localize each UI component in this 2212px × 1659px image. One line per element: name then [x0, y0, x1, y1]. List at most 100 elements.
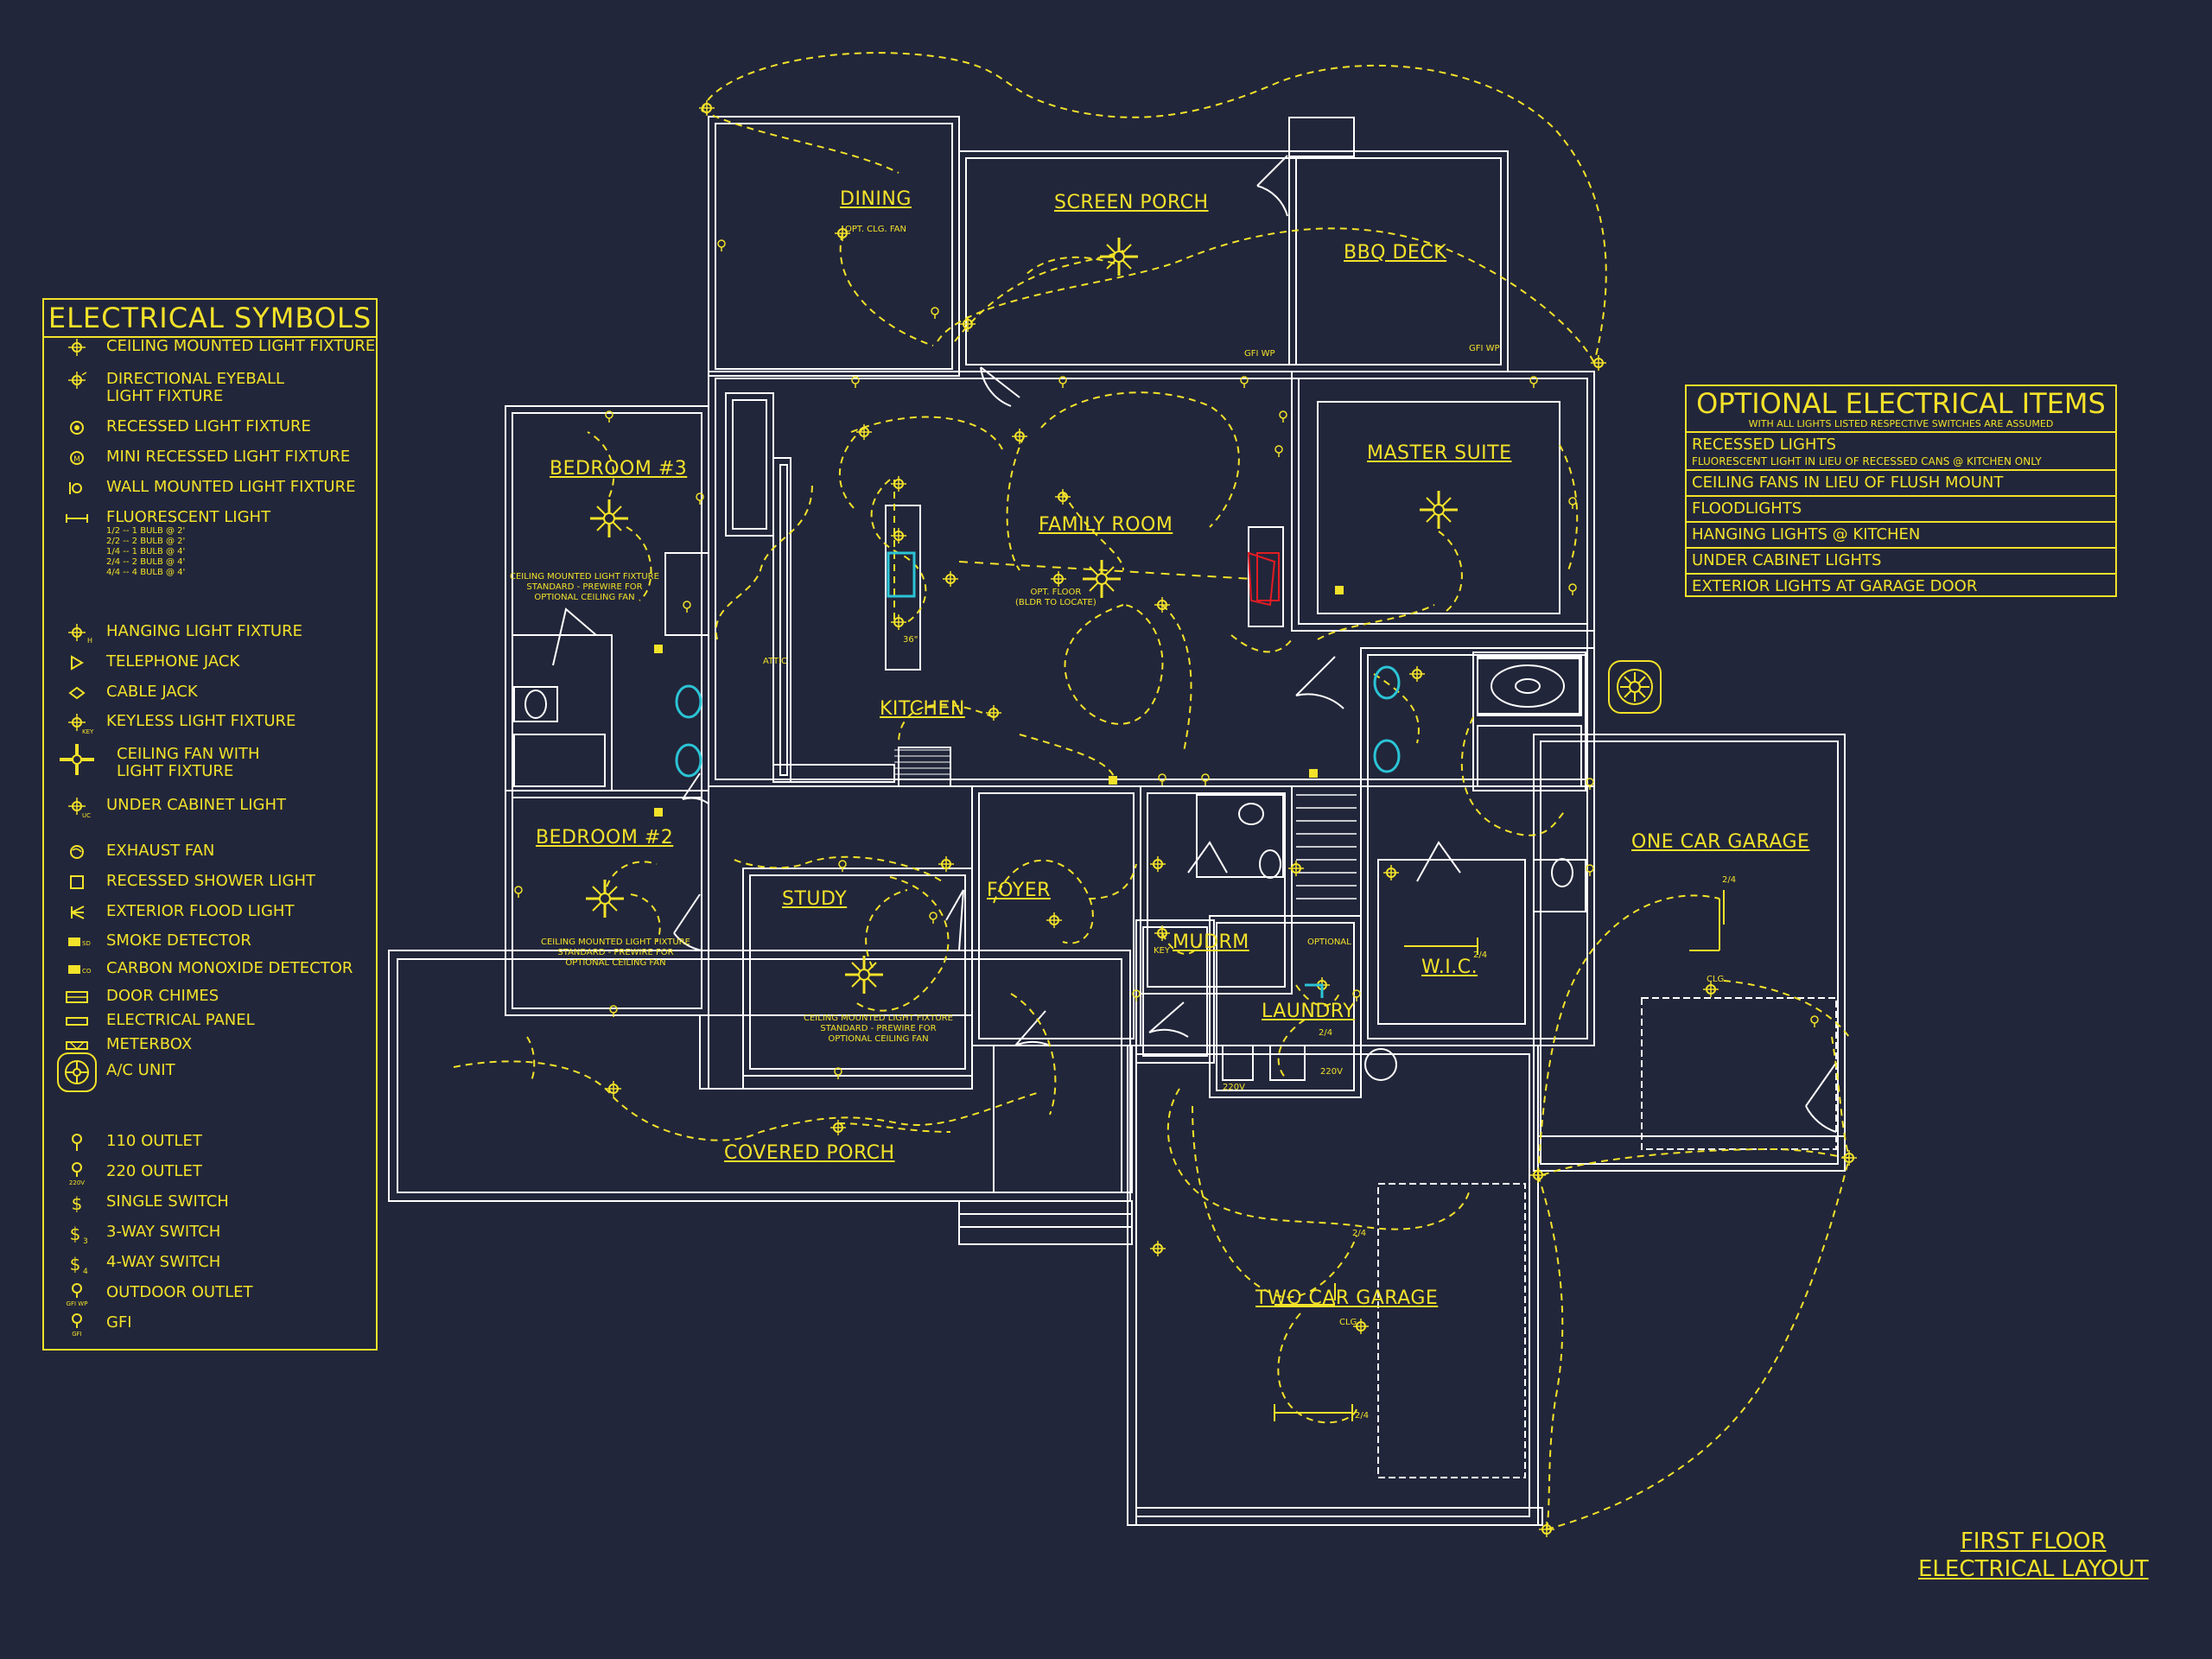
svg-text:4: 4 — [83, 1268, 88, 1276]
legend-sub-line: 1/2 -- 1 BULB @ 2' — [106, 526, 186, 536]
legend-label: A/C UNIT — [106, 1061, 175, 1079]
legend-sub-line: 2/2 -- 2 BULB @ 2' — [106, 537, 186, 546]
note-fl-5: 2/4 — [1319, 1028, 1333, 1038]
room-label-study: STUDY — [782, 888, 848, 910]
legend-row-hanging-light: H HANGING LIGHT FIXTURE — [44, 620, 376, 645]
legend-row-ac-unit: A/C UNIT — [44, 1052, 376, 1092]
legend-row-wall-light: WALL MOUNTED LIGHT FIXTURE — [44, 475, 376, 501]
room-label-wic: W.I.C. — [1421, 957, 1478, 978]
optional-item-2: CEILING FANS IN LIEU OF FLUSH MOUNT — [1687, 471, 2115, 497]
legend-row-recessed-light: RECESSED LIGHT FIXTURE — [44, 415, 376, 441]
legend-sub-line: 4/4 -- 4 BULB @ 4' — [106, 568, 186, 577]
ac-unit-icon — [57, 1052, 97, 1092]
wall-light-icon — [58, 475, 96, 501]
legend-label: KEYLESS LIGHT FIXTURE — [106, 712, 296, 730]
smoke-detector-icon: SD — [58, 929, 96, 955]
legend-label: WALL MOUNTED LIGHT FIXTURE — [106, 478, 356, 496]
svg-text:CO: CO — [82, 968, 92, 975]
legend-label-line2: LIGHT FIXTURE — [106, 387, 224, 405]
note-dim-36: 36" — [903, 635, 918, 645]
room-label-mudrm: MUDRM — [1173, 931, 1249, 953]
legend-label: RECESSED LIGHT FIXTURE — [106, 417, 311, 435]
legend-label: SMOKE DETECTOR — [106, 931, 251, 950]
legend-label: UNDER CABINET LIGHT — [106, 796, 287, 814]
ceiling-light-icon — [58, 334, 96, 360]
legend-label: DOOR CHIMES — [106, 987, 219, 1005]
legend-sub-line: 2/4 -- 2 BULB @ 4' — [106, 557, 186, 567]
legend-row-door-chime: DOOR CHIMES — [44, 984, 376, 1010]
optional-item-5: UNDER CABINET LIGHTS — [1687, 549, 2115, 575]
svg-text:H: H — [87, 637, 92, 645]
electrical-symbols-legend: ELECTRICAL SYMBOLS CEILING MOUNTED LIGHT… — [42, 298, 378, 1351]
legend-row-meterbox: METERBOX — [44, 1033, 376, 1058]
three-way-switch-icon: $3 — [58, 1220, 96, 1246]
legend-row-shower-light: RECESSED SHOWER LIGHT — [44, 869, 376, 895]
hanging-light-icon: H — [58, 620, 96, 645]
legend-label: RECESSED SHOWER LIGHT — [106, 872, 315, 890]
legend-label: SINGLE SWITCH — [106, 1192, 229, 1211]
legend-label: CABLE JACK — [106, 683, 198, 701]
optional-item-3: FLOODLIGHTS — [1687, 497, 2115, 523]
note-gfi-wp-2: GFI WP — [1469, 344, 1500, 353]
room-label-covered-porch: COVERED PORCH — [724, 1142, 895, 1164]
legend-row-ceiling-light: CEILING MOUNTED LIGHT FIXTURE — [44, 334, 376, 360]
note-clg-2: CLG — [1339, 1318, 1357, 1327]
room-label-screen-porch: SCREEN PORCH — [1054, 192, 1209, 213]
walls — [388, 116, 1846, 1526]
legend-label: GFI — [106, 1313, 132, 1332]
note-fl-1: 2/4 — [1722, 875, 1737, 885]
outlet-220-icon: 220V — [58, 1160, 96, 1186]
legend-sub-line: 1/4 -- 1 BULB @ 4' — [106, 547, 186, 556]
room-label-bbq-deck: BBQ DECK — [1344, 242, 1447, 264]
optional-item-6: EXTERIOR LIGHTS AT GARAGE DOOR — [1692, 577, 1978, 595]
legend-label: EXHAUST FAN — [106, 842, 215, 860]
gfi-outlet-icon: GFI — [58, 1311, 96, 1338]
mini-recessed-light-icon: M — [58, 445, 96, 471]
electrical-panel-icon — [58, 1008, 96, 1034]
legend-label-line2: LIGHT FIXTURE — [117, 762, 234, 780]
svg-text:SD: SD — [82, 940, 91, 947]
room-label-dining: DINING — [840, 188, 912, 210]
room-label-foyer: FOYER — [987, 880, 1051, 901]
under-cabinet-light-icon: UC — [58, 793, 96, 819]
legend-label: ELECTRICAL PANEL — [106, 1011, 255, 1029]
room-label-family-room: FAMILY ROOM — [1039, 514, 1173, 536]
legend-label: HANGING LIGHT FIXTURE — [106, 622, 302, 640]
legend-label: CEILING FAN WITH — [117, 745, 260, 763]
room-label-laundry: LAUNDRY — [1262, 1001, 1356, 1022]
legend-label: MINI RECESSED LIGHT FIXTURE — [106, 448, 351, 466]
svg-text:GFI: GFI — [72, 1331, 82, 1338]
sheet-title-line1: FIRST FLOOR — [1960, 1529, 2107, 1554]
note-fl-3: 2/4 — [1352, 1229, 1367, 1238]
shower-light-icon — [58, 869, 96, 895]
four-way-switch-icon: $4 — [58, 1250, 96, 1276]
legend-row-under-cabinet-light: UC UNDER CABINET LIGHT — [44, 793, 376, 819]
svg-text:GFI WP: GFI WP — [67, 1300, 88, 1307]
note-gfi-wp-1: GFI WP — [1244, 349, 1275, 359]
meterbox-icon — [58, 1033, 96, 1058]
svg-text:M: M — [73, 455, 80, 464]
room-label-kitchen: KITCHEN — [880, 698, 965, 720]
co-detector-icon: CO — [58, 957, 96, 982]
outdoor-outlet-icon: GFI WP — [58, 1281, 96, 1307]
door-chime-icon — [58, 984, 96, 1010]
optional-title: OPTIONAL ELECTRICAL ITEMS WITH ALL LIGHT… — [1687, 386, 2115, 433]
legend-label: CEILING MOUNTED LIGHT FIXTURE — [106, 337, 376, 355]
note-family-floor: OPT. FLOOR(BLDR TO LOCATE) — [1015, 588, 1096, 607]
room-label-two-car-garage: TWO CAR GARAGE — [1255, 1287, 1439, 1309]
legend-row-outlet-110: 110 OUTLET — [44, 1129, 376, 1155]
legend-row-cable-jack: CABLE JACK — [44, 680, 376, 706]
legend-row-flood-light: EXTERIOR FLOOD LIGHT — [44, 899, 376, 925]
legend-label: 220 OUTLET — [106, 1162, 202, 1180]
